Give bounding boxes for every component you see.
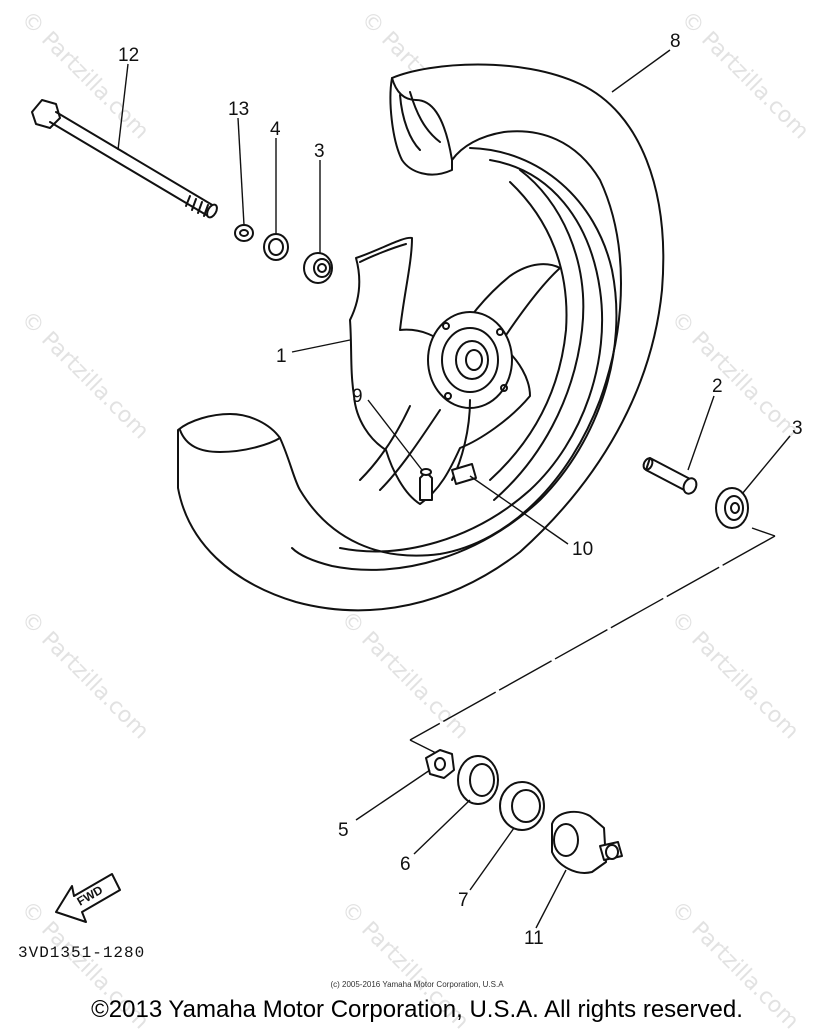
footer-copyright: ©2013 Yamaha Motor Corporation, U.S.A. A… bbox=[91, 996, 743, 1023]
tire bbox=[177, 63, 665, 612]
callout-1: 1 bbox=[276, 346, 287, 367]
collar-right bbox=[642, 457, 698, 495]
callout-2: 2 bbox=[712, 376, 723, 397]
meter-clutch bbox=[425, 749, 455, 779]
callout-3: 3 bbox=[314, 141, 325, 162]
bearing-left bbox=[303, 252, 333, 284]
watermark: © Partzilla.com bbox=[16, 307, 154, 445]
oil-seal-lower bbox=[457, 755, 499, 805]
callout-labels: 12 13 4 3 1 9 2 3 10 8 5 6 7 11 bbox=[118, 31, 803, 949]
leader-lines bbox=[117, 49, 791, 929]
callout-3-right: 3 bbox=[792, 418, 803, 439]
callout-11: 11 bbox=[524, 928, 544, 949]
collar-lower bbox=[499, 781, 545, 831]
callout-6: 6 bbox=[400, 854, 411, 875]
bearing-right bbox=[715, 487, 749, 529]
watermark: © Partzilla.com bbox=[676, 7, 814, 145]
small-copyright: (c) 2005-2016 Yamaha Motor Corporation, … bbox=[330, 980, 504, 989]
watermark: © Partzilla.com bbox=[336, 607, 474, 745]
collar bbox=[234, 224, 254, 242]
valve-stem bbox=[419, 468, 433, 501]
callout-4: 4 bbox=[270, 119, 281, 140]
cast-wheel bbox=[349, 169, 585, 505]
callout-10: 10 bbox=[572, 539, 593, 560]
callout-7: 7 bbox=[458, 890, 469, 911]
callout-8: 8 bbox=[670, 31, 681, 52]
part-code: 3VD1351-1280 bbox=[18, 944, 146, 962]
watermark: © Partzilla.com bbox=[16, 607, 154, 745]
callout-12: 12 bbox=[118, 45, 139, 66]
oil-seal bbox=[263, 233, 289, 261]
watermark: © Partzilla.com bbox=[666, 607, 804, 745]
callout-5: 5 bbox=[338, 820, 349, 841]
callout-13: 13 bbox=[228, 99, 249, 120]
balance-weight bbox=[451, 463, 477, 485]
callout-9: 9 bbox=[352, 386, 363, 407]
speedometer-gear-unit bbox=[551, 810, 623, 874]
axle-bolt bbox=[31, 99, 218, 219]
fwd-arrow-icon: FWD bbox=[55, 873, 121, 923]
watermark: © Partzilla.com bbox=[666, 307, 804, 445]
